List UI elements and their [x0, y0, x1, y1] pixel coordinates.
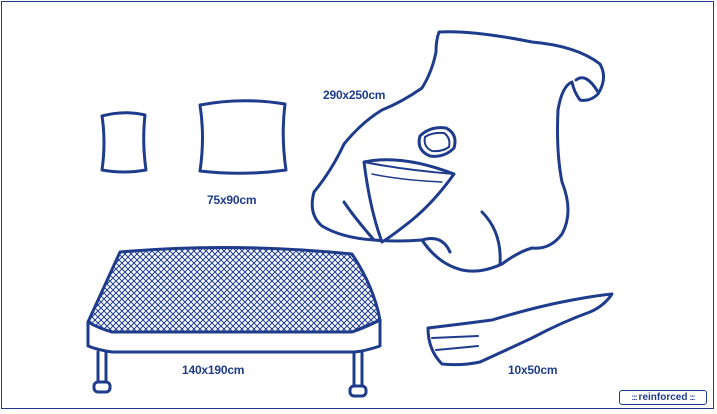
adhesive-tape-icon — [428, 294, 612, 365]
large-drape-icon — [312, 32, 603, 271]
towel-size-label: 75x90cm — [207, 193, 256, 207]
towel-icon — [200, 101, 286, 174]
table-cover-size-label: 140x190cm — [182, 363, 244, 377]
tape-size-label: 10x50cm — [508, 363, 557, 377]
reinforced-label: reinforced — [639, 392, 688, 403]
dots-icon: ::: — [632, 393, 637, 402]
drape-size-label: 290x250cm — [323, 88, 385, 102]
small-towel-icon — [102, 113, 146, 172]
dots-icon: ::: — [689, 393, 694, 402]
reinforced-badge: ::: reinforced ::: — [619, 390, 707, 405]
